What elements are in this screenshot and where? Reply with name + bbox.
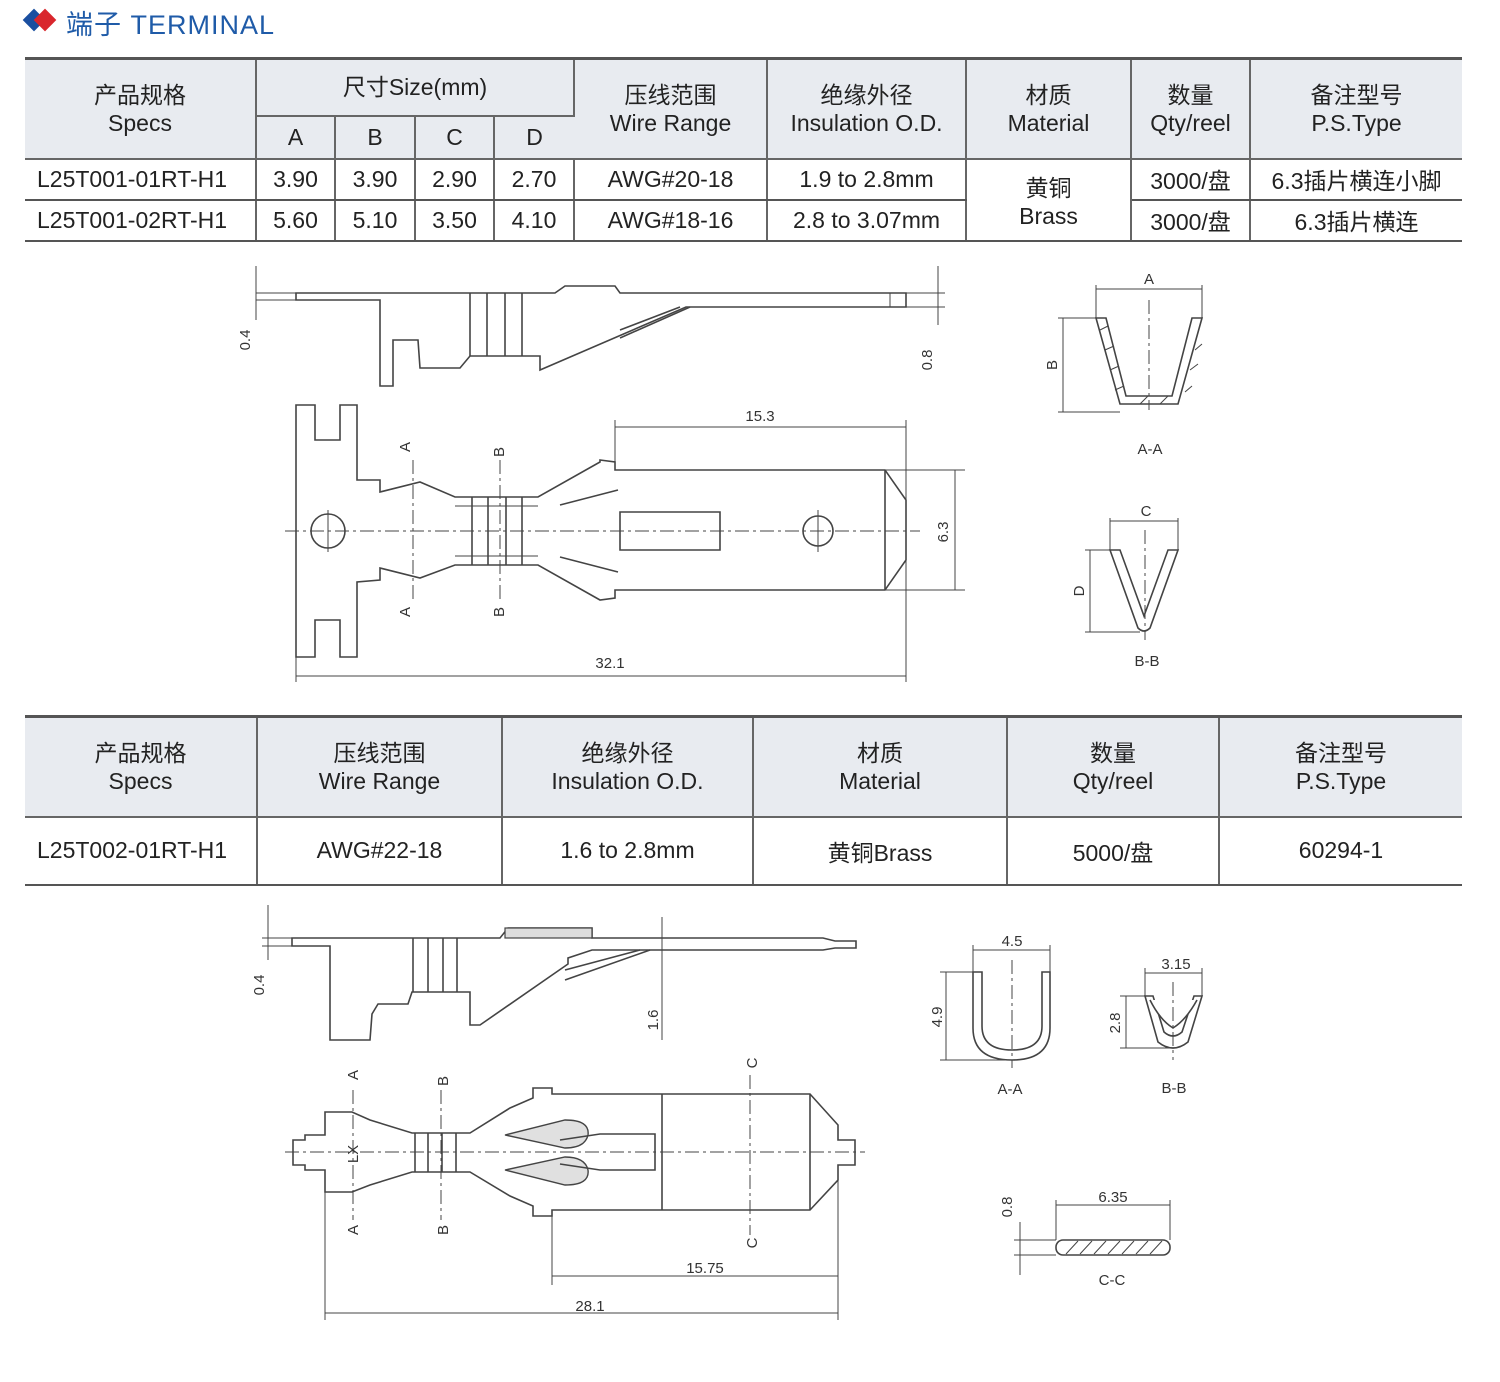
section-mark-b-top: B [491,447,508,457]
dim-total-length: 32.1 [595,655,624,672]
section-mark-a-bottom: A [397,607,414,617]
dim-aa-height: 4.9 [929,1007,946,1028]
dim-tab-thickness: 0.8 [919,350,936,371]
caption-aa: A-A [1137,441,1162,458]
cell-b: 5.10 [335,199,416,242]
section-mark-a-top: A [397,442,414,452]
cell-insul: 2.8 to 3.07mm [767,199,968,242]
top-view-2 [285,1075,865,1320]
dim-aa-width: 4.5 [1002,933,1023,950]
cell-insul: 1.9 to 2.8mm [767,158,968,201]
dim-b-mark: B [1044,360,1061,370]
section-mark-b-bottom: B [491,607,508,617]
dim-bb-height: 2.8 [1107,1013,1124,1034]
caption-bb-2: B-B [1161,1080,1186,1097]
section-mark-c-top-2: C [744,1057,761,1068]
dim-a-mark: A [1144,271,1154,288]
section-bb-1 [1085,518,1180,640]
col-size-c: C [415,115,495,160]
cell-wire: AWG#18-16 [574,199,769,242]
col-size-b: B [335,115,416,160]
cell-wire: AWG#20-18 [574,158,769,201]
cell-a: 5.60 [256,199,336,242]
cell-qty: 5000/盘 [1007,816,1220,886]
cell-spec: L25T001-01RT-H1 [25,158,257,201]
section-mark-lx: LX [345,1145,362,1163]
caption-cc-2: C-C [1099,1272,1126,1289]
cell-type: 6.3插片横连小脚 [1250,158,1463,201]
cell-qty: 3000/盘 [1131,199,1252,242]
dim-cc-width: 6.35 [1098,1189,1127,1206]
cell-spec: L25T001-02RT-H1 [25,199,257,242]
col-size: 尺寸Size(mm) [256,57,576,117]
cell-type: 6.3插片横连 [1250,199,1463,242]
dim-bb-width: 3.15 [1161,956,1190,973]
table-row: L25T002-01RT-H1 AWG#22-18 1.6 to 2.8mm 黄… [25,816,1462,886]
section-mark-a-top-2: A [345,1070,362,1080]
dim-total-length-2: 28.1 [575,1298,604,1315]
cell-c: 2.90 [415,158,495,201]
cell-d: 2.70 [494,158,576,201]
section-mark-b-bottom-2: B [435,1225,452,1235]
section-mark-c-bottom-2: C [744,1237,761,1248]
dim-thickness-2: 0.4 [251,975,268,996]
dim-barrel-length: 15.3 [745,408,774,425]
page-header: 端子 TERMINAL [22,4,276,40]
dim-cc-thickness: 0.8 [999,1197,1016,1218]
cell-spec: L25T002-01RT-H1 [25,816,258,886]
cell-insul: 1.6 to 2.8mm [502,816,754,886]
cell-wire: AWG#22-18 [257,816,503,886]
table-row: L25T001-02RT-H1 5.60 5.10 3.50 4.10 AWG#… [25,199,1463,242]
cell-a: 3.90 [256,158,336,201]
section-bb-2 [1120,968,1204,1060]
section-aa-1 [1058,285,1204,413]
cell-material: 黄铜Brass [753,816,1008,886]
cell-c: 3.50 [415,199,495,242]
col-size-a: A [256,115,336,160]
caption-bb: B-B [1134,653,1159,670]
cell-b: 3.90 [335,158,416,201]
section-cc-2 [1014,1200,1171,1275]
cell-qty: 3000/盘 [1131,158,1252,201]
page-title: 端子 TERMINAL [66,9,276,40]
dim-thickness: 0.4 [237,330,254,351]
section-mark-b-top-2: B [435,1076,452,1086]
section-aa-2 [940,945,1051,1068]
dim-c-mark: C [1141,503,1152,520]
dim-height-2: 1.6 [645,1010,662,1031]
cell-d: 4.10 [494,199,576,242]
col-size-d: D [494,115,575,160]
side-view-1 [255,266,945,387]
top-view-1 [285,404,965,682]
table-row: L25T001-01RT-H1 3.90 3.90 2.90 2.70 AWG#… [25,158,1463,242]
section-mark-a-bottom-2: A [345,1225,362,1235]
side-view-2 [262,905,857,1041]
dim-tab-width: 6.3 [935,522,952,543]
dim-barrel-length-2: 15.75 [686,1260,724,1277]
dim-d-mark: D [1071,585,1088,596]
caption-aa-2: A-A [997,1081,1022,1098]
cell-type: 60294-1 [1219,816,1462,886]
